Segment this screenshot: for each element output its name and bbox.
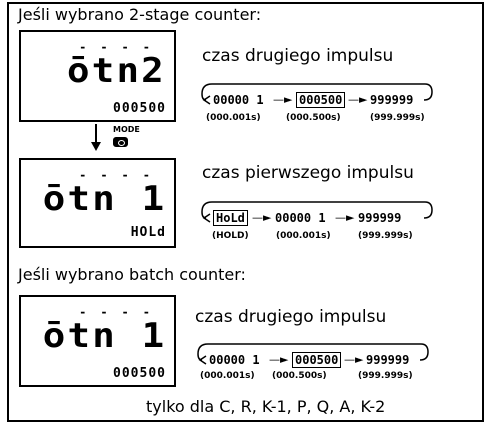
cycle-diagram-2: HoLd —► 00000 1 —► 999999 (HOLD) (000.00… bbox=[200, 196, 440, 242]
segment-marks: ---- bbox=[79, 305, 164, 319]
segment-marks: ---- bbox=[79, 40, 164, 54]
cycle-note-3: (999.999s) bbox=[370, 113, 425, 123]
cycle-value-2: 000500 bbox=[296, 92, 346, 108]
arrow-icon: —► bbox=[348, 93, 368, 106]
cycle-note-1: (HOLD) bbox=[212, 231, 249, 241]
cycle-loop-icon bbox=[201, 83, 433, 105]
cycle-note-3: (999.999s) bbox=[358, 371, 413, 381]
cycle-note-1: (000.001s) bbox=[200, 371, 255, 381]
caption-3: czas drugiego impulsu bbox=[195, 307, 387, 327]
cycle-value-1: 00000 1 bbox=[213, 93, 264, 107]
cycle-value-1: 00000 1 bbox=[209, 353, 260, 367]
lcd-display-1: ---- ōtn2 000500 bbox=[19, 30, 176, 122]
arrow-icon: —► bbox=[252, 211, 272, 224]
section1-heading: Jeśli wybrano 2-stage counter: bbox=[18, 5, 262, 24]
lcd-display-2: ---- ōtn 1 HOLd bbox=[19, 158, 176, 248]
cycle-diagram-1: 00000 1 —► 000500 —► 999999 (000.001s) (… bbox=[200, 78, 440, 124]
lcd-sub-text: 000500 bbox=[113, 101, 166, 116]
footer-note: tylko dla C, R, K-1, P, Q, A, K-2 bbox=[146, 397, 386, 416]
cycle-value-3: 999999 bbox=[370, 93, 414, 107]
lcd-sub-text: HOLd bbox=[130, 225, 166, 240]
lcd-main-text: ōtn2 bbox=[67, 51, 166, 91]
arrow-icon: —► bbox=[269, 353, 289, 366]
segment-marks: ---- bbox=[79, 168, 164, 182]
cycle-loop-icon bbox=[201, 201, 433, 223]
lcd-main-text: ōtn 1 bbox=[42, 179, 166, 219]
section2-heading: Jeśli wybrano batch counter: bbox=[18, 265, 246, 284]
lcd-main-text: ōtn 1 bbox=[42, 316, 166, 356]
arrow-icon: —► bbox=[335, 211, 355, 224]
caption-1: czas drugiego impulsu bbox=[202, 46, 394, 66]
cycle-note-3: (999.999s) bbox=[358, 231, 413, 241]
cycle-value-1: HoLd bbox=[213, 210, 248, 226]
arrow-icon: —► bbox=[273, 93, 293, 106]
arrow-icon: —► bbox=[344, 353, 364, 366]
cycle-note-2: (000.500s) bbox=[286, 113, 341, 123]
mode-label: MODE bbox=[113, 125, 140, 134]
cycle-value-2: 000500 bbox=[292, 352, 342, 368]
cycle-diagram-3: 00000 1 —► 000500 —► 999999 (000.001s) (… bbox=[196, 338, 436, 384]
cycle-value-2: 00000 1 bbox=[275, 211, 326, 225]
cycle-note-2: (000.001s) bbox=[276, 231, 331, 241]
lcd-sub-text: 000500 bbox=[113, 366, 166, 381]
caption-2: czas pierwszego impulsu bbox=[202, 163, 414, 183]
mode-key-icon bbox=[113, 137, 128, 147]
cycle-note-1: (000.001s) bbox=[206, 113, 261, 123]
cycle-loop-icon bbox=[197, 343, 429, 365]
cycle-note-2: (000.500s) bbox=[272, 371, 327, 381]
lcd-display-3: ---- ōtn 1 000500 bbox=[19, 295, 176, 387]
down-arrow-icon bbox=[91, 124, 101, 151]
cycle-value-3: 999999 bbox=[366, 353, 410, 367]
cycle-value-3: 999999 bbox=[358, 211, 402, 225]
